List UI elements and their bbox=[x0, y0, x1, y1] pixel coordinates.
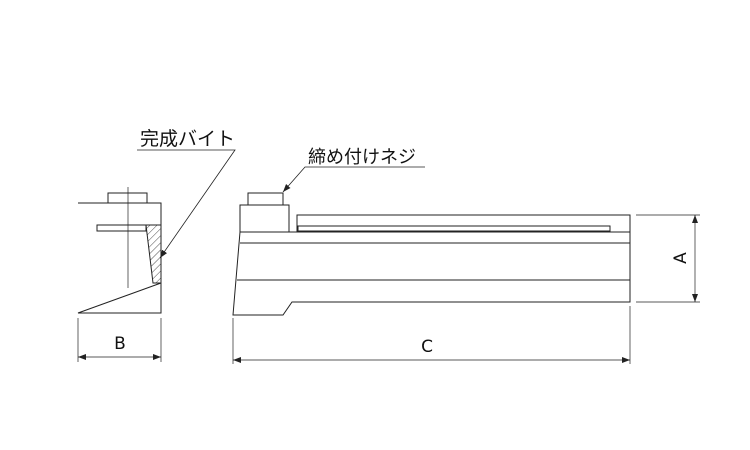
side-view-clamp-block bbox=[239, 204, 290, 233]
finished-bit-leader bbox=[137, 149, 236, 259]
side-view bbox=[232, 192, 631, 316]
dimension-c bbox=[232, 306, 631, 364]
end-view-body bbox=[77, 202, 162, 314]
end-view-screw-cap bbox=[107, 192, 148, 204]
side-view-slot bbox=[297, 225, 611, 232]
side-view-rail bbox=[296, 214, 631, 233]
dimension-a-label: A bbox=[671, 252, 691, 264]
dimension-b bbox=[77, 318, 162, 362]
side-view-body bbox=[232, 231, 631, 316]
side-view-screw-cap bbox=[247, 192, 284, 206]
dimension-a bbox=[636, 214, 700, 303]
end-view bbox=[77, 187, 162, 314]
end-view-slot bbox=[96, 224, 147, 232]
bit-hatched-section bbox=[145, 224, 162, 284]
clamp-screw-leader bbox=[282, 166, 425, 193]
clamp-screw-label: 締め付けネジ bbox=[308, 147, 416, 168]
dimension-c-label: C bbox=[421, 337, 433, 357]
dimension-b-label: B bbox=[114, 334, 126, 354]
finished-bit-label: 完成バイト bbox=[140, 128, 235, 150]
